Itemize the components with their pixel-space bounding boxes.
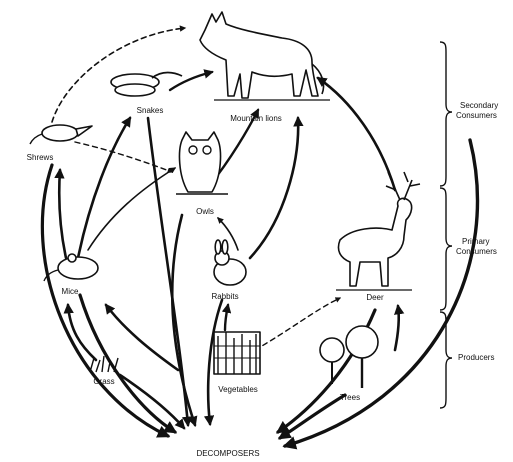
- arrow-mice-to-snakes: [78, 118, 130, 258]
- owl-icon: [176, 132, 228, 194]
- label-vegetables: Vegetables: [218, 385, 258, 394]
- shrew-icon: [30, 125, 92, 144]
- level-secondary-line2: Consumers: [456, 111, 497, 120]
- level-primary-line1: Primary: [462, 237, 490, 246]
- arrow-trees-to-deer: [395, 306, 399, 350]
- level-primary-line2: Consumers: [456, 247, 497, 256]
- arrow-grass-to-decomposers: [120, 375, 184, 428]
- level-producers: Producers: [458, 353, 494, 362]
- deer-icon: [336, 172, 420, 290]
- label-grass: Grass: [93, 377, 114, 386]
- brace-secondary-consumers: [440, 42, 452, 186]
- label-mountain-lions: Mountain lions: [230, 114, 282, 123]
- label-snakes: Snakes: [137, 106, 164, 115]
- label-mice: Mice: [62, 287, 79, 296]
- label-deer: Deer: [366, 293, 384, 302]
- label-decomposers: DECOMPOSERS: [196, 449, 259, 458]
- arrow-shrews-to-snakes: [52, 28, 185, 122]
- label-owls: Owls: [196, 207, 214, 216]
- arrow-snakes-to-lions: [170, 72, 212, 90]
- arrow-shrews-to-owls: [75, 142, 172, 172]
- trophic-level-brackets: Secondary Consumers Primary Consumers Pr…: [440, 42, 498, 408]
- snake-icon: [111, 73, 182, 97]
- label-rabbits: Rabbits: [211, 292, 238, 301]
- level-secondary-line1: Secondary: [460, 101, 498, 110]
- arrow-deer-to-lions: [318, 78, 395, 190]
- arrow-grass-to-mice: [68, 305, 96, 360]
- brace-primary-consumers: [440, 188, 452, 310]
- mouse-icon: [44, 254, 98, 281]
- label-trees: Trees: [340, 393, 360, 402]
- arrow-rabbits-to-lions: [250, 118, 298, 258]
- vegetables-icon: [214, 332, 260, 374]
- arrow-vegetables-to-rabbits: [225, 305, 228, 330]
- rabbit-icon: [214, 240, 246, 285]
- arrow-mice-to-shrews: [59, 170, 66, 258]
- label-shrews: Shrews: [27, 153, 54, 162]
- mountain-lion-icon: [200, 12, 330, 100]
